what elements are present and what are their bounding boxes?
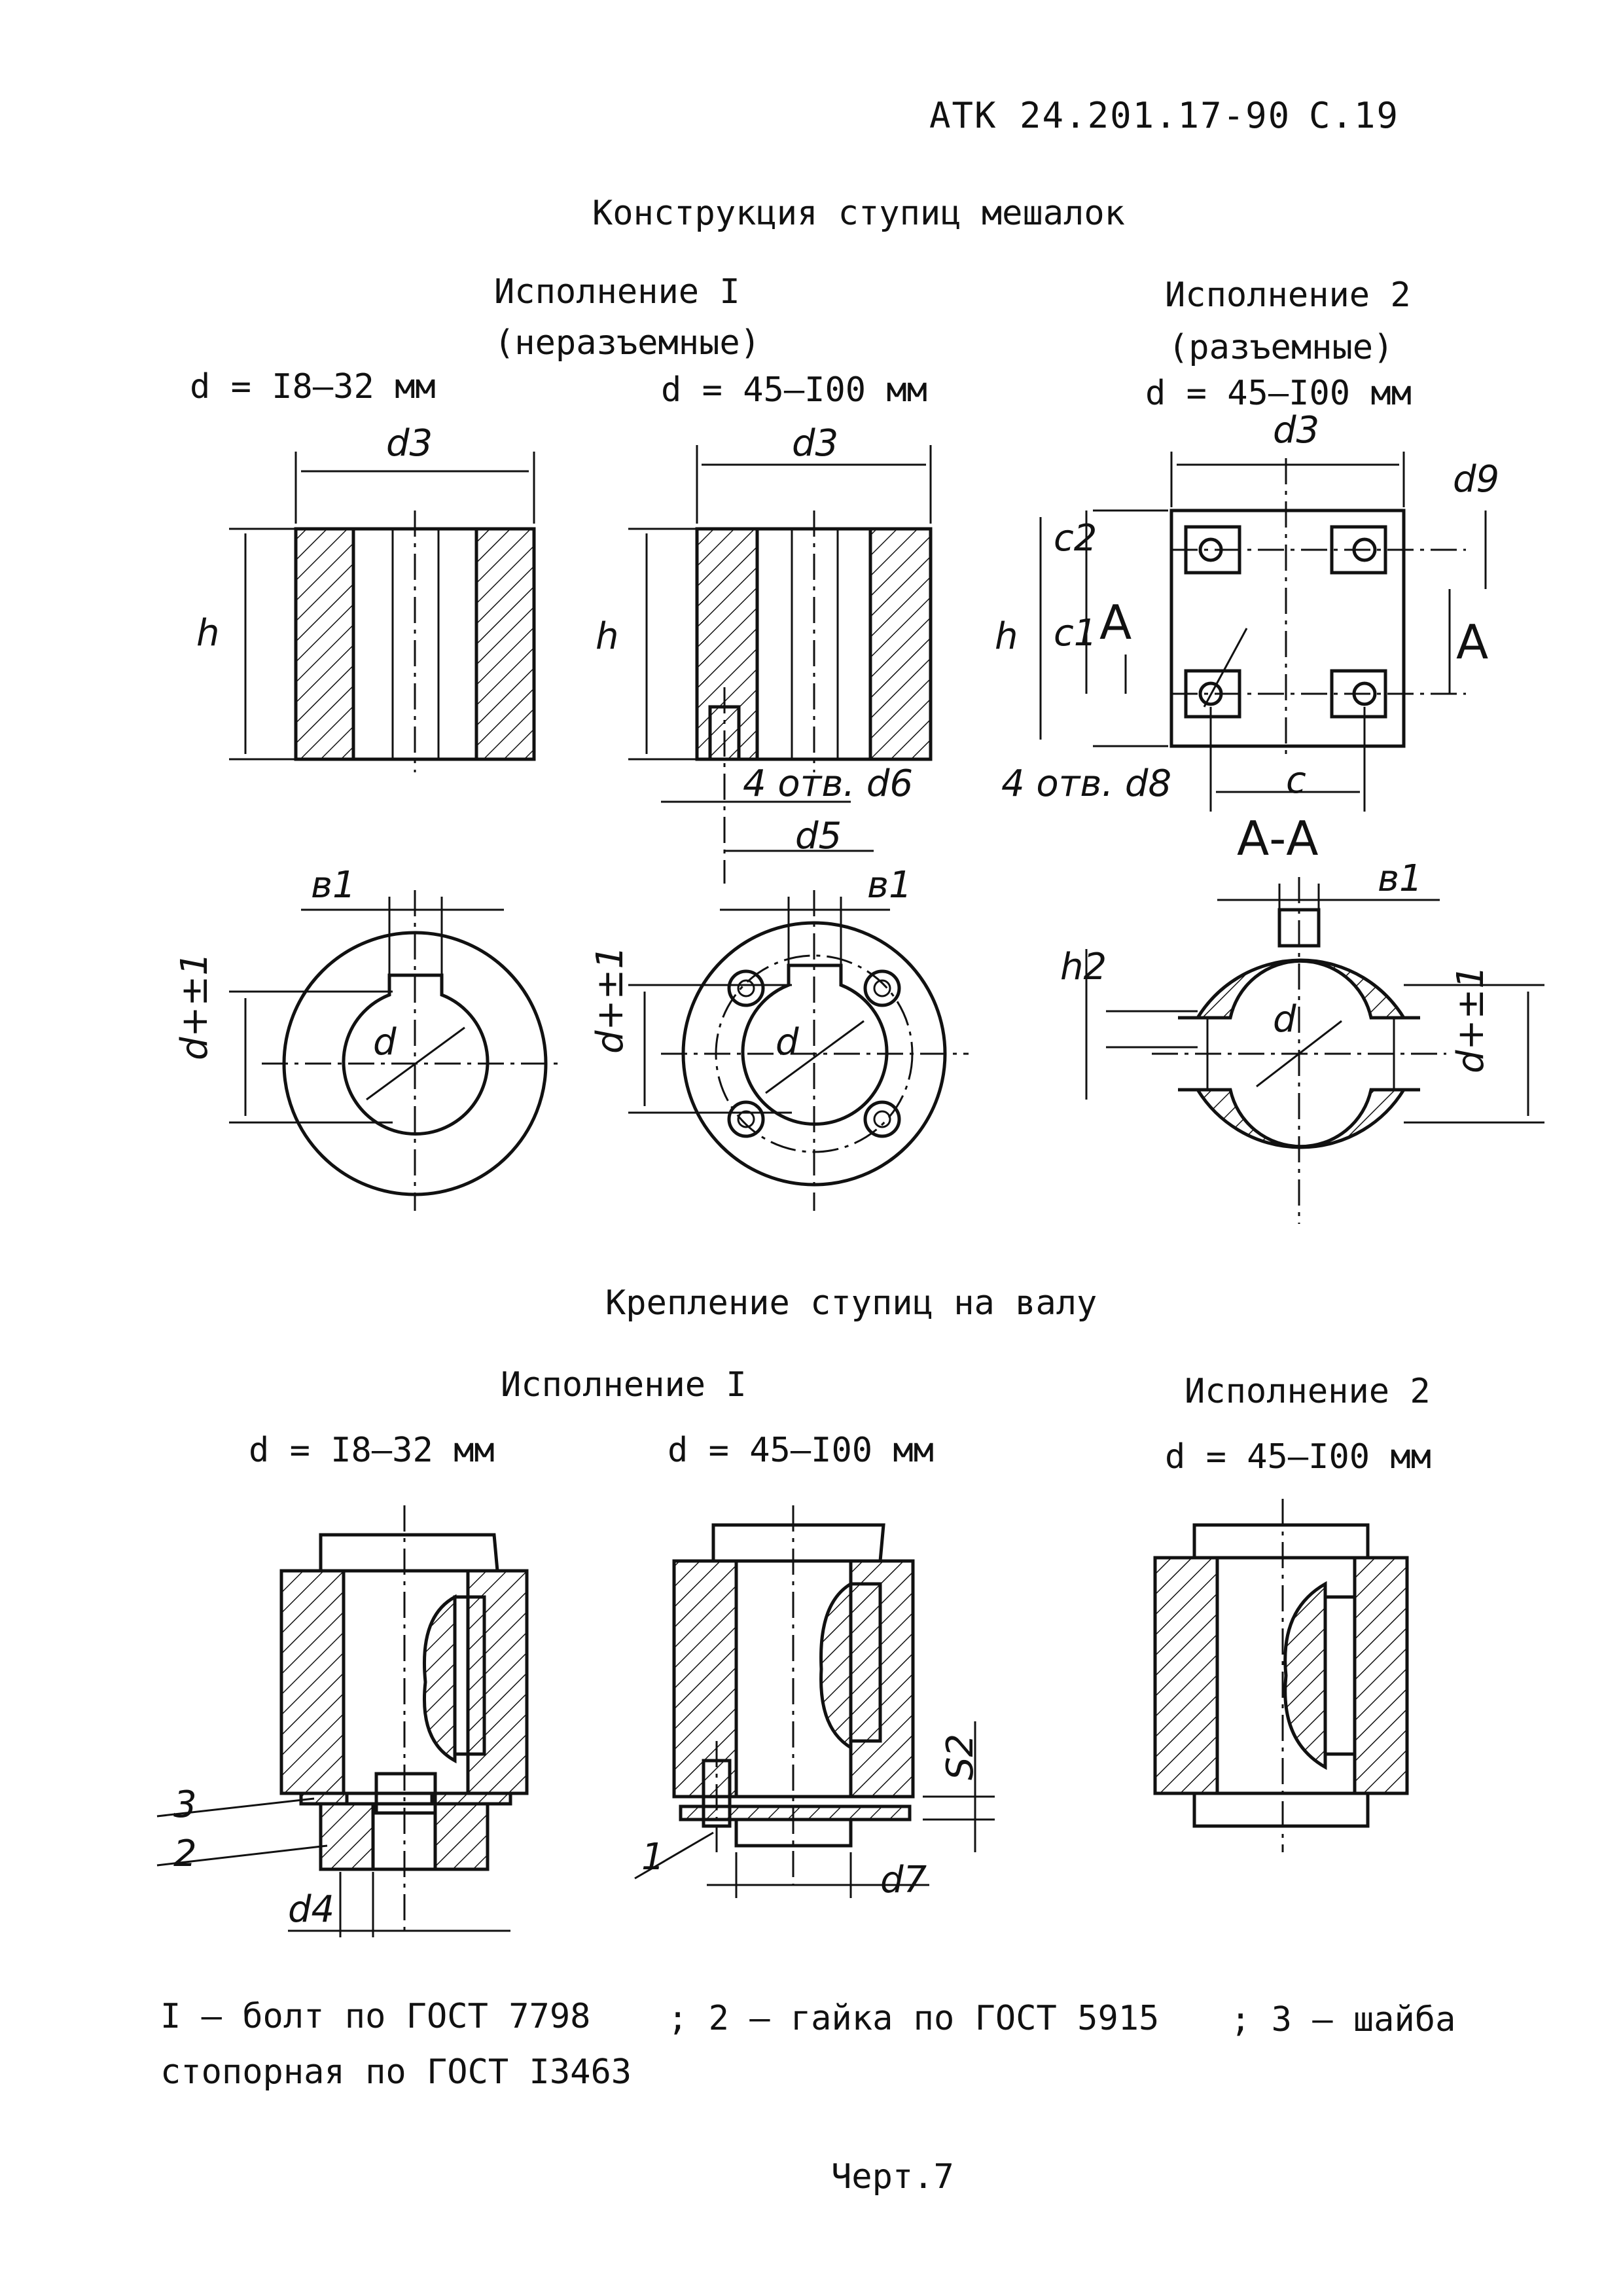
label-h-2: h (596, 615, 619, 658)
label-h2: h2 (1060, 946, 1107, 988)
label-section-aa: А-А (1237, 811, 1319, 866)
assembly-v1-small (156, 1505, 529, 1937)
label-d5: d5 (795, 815, 842, 857)
label-section-mark-a1: A (1099, 595, 1132, 650)
section2-variant1-title: Исполнение I (501, 1365, 747, 1405)
label-d-3: d (1273, 998, 1296, 1041)
section1-variant1-title: Исполнение I (494, 272, 740, 312)
section2-title: Крепление ступиц на валу (605, 1283, 1097, 1323)
label-d7: d7 (880, 1859, 927, 1901)
label-d6: 4 отв. d6 (743, 762, 914, 805)
hub-v2-section-aa (1085, 877, 1544, 1224)
label-d3-2: d3 (792, 422, 839, 465)
label-part-1: 1 (641, 1836, 665, 1878)
label-h-1: h (196, 612, 220, 655)
assembly-v2 (1153, 1499, 1409, 1852)
range-small-top: d = I8–32 мм (190, 367, 436, 406)
range-small-bottom: d = I8–32 мм (249, 1431, 495, 1470)
label-c1: c1 (1054, 612, 1097, 655)
hub-v1-large-end-view (628, 890, 969, 1211)
label-b1-1: в1 (311, 864, 356, 906)
range-large2-top: d = 45–I00 мм (1145, 374, 1412, 413)
label-h-3: h (995, 615, 1018, 658)
label-section-mark-a: A (1456, 615, 1489, 670)
section1-title: Конструкция ступиц мешалок (592, 194, 1125, 233)
range-large2-bottom: d = 45–I00 мм (1165, 1437, 1431, 1477)
label-d3-1: d3 (386, 422, 433, 465)
label-c2: c2 (1054, 517, 1097, 560)
section1-variant2-title: Исполнение 2 (1165, 276, 1411, 315)
range-large1-top: d = 45–I00 мм (661, 370, 927, 410)
label-d-1: d (373, 1021, 397, 1064)
figure-caption: Черт.7 (831, 2157, 954, 2197)
section1-variant1-subtitle: (неразъемные) (494, 323, 760, 363)
range-large1-bottom: d = 45–I00 мм (668, 1431, 934, 1470)
assembly-v1-large (634, 1505, 995, 1898)
section1-variant2-subtitle: (разъемные) (1168, 328, 1394, 367)
hub-v1-small-section (229, 452, 536, 772)
legend-line1-part3: ; 3 – шайба (1230, 2000, 1456, 2039)
hub-v1-large-section (628, 445, 933, 884)
label-part-3: 3 (173, 1784, 197, 1826)
hub-v1-small-end-view (229, 890, 563, 1211)
label-d3-3: d3 (1273, 409, 1320, 452)
label-d4: d4 (288, 1888, 335, 1931)
label-b1-3: в1 (1378, 857, 1423, 900)
document-code: АТК 24.201.17-90 (929, 95, 1291, 136)
section2-variant2-title: Исполнение 2 (1185, 1372, 1431, 1411)
hub-v2-view (1039, 452, 1487, 812)
page-number: С.19 (1309, 95, 1400, 136)
legend-line2: стопорная по ГОСТ I3463 (160, 2053, 632, 2092)
label-b1-2: в1 (867, 864, 912, 906)
label-d8: 4 отв. d8 (1001, 762, 1172, 805)
label-part-2: 2 (173, 1833, 197, 1875)
label-d9: d9 (1453, 458, 1500, 501)
legend-line1-part2: ; 2 – гайка по ГОСТ 5915 (668, 1999, 1160, 2038)
legend-line1-part1: I – болт по ГОСТ 7798 (160, 1997, 591, 2036)
